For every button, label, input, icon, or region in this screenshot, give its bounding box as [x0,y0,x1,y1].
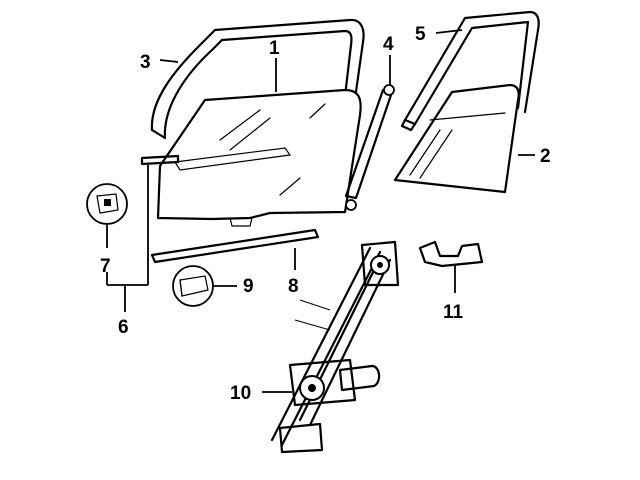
part-10-window-regulator [270,240,400,454]
callout-3: 3 [140,52,151,73]
callout-2: 2 [540,146,551,167]
part-6-outer-weatherstrip [140,154,180,285]
callout-9: 9 [243,276,254,297]
part-5-quarter-run-channel [400,10,540,132]
part-11-bracket [418,240,484,268]
part-9-clip [172,265,214,307]
part-1-door-glass [156,88,362,227]
callout-4: 4 [383,34,394,55]
callout-5: 5 [415,24,426,45]
part-2-quarter-glass [393,83,520,194]
callout-8: 8 [288,276,299,297]
leader-lines [106,29,535,393]
callout-10: 10 [230,383,251,404]
part-7-clip [86,183,128,225]
callout-11: 11 [443,302,464,323]
part-8-inner-weatherstrip [150,228,320,264]
callout-7: 7 [100,256,111,277]
callout-6: 6 [118,317,129,338]
callout-labels: 1 2 3 4 5 6 7 8 9 10 11 [100,24,551,404]
part-4-division-channel [344,84,395,211]
callout-1: 1 [269,38,280,59]
